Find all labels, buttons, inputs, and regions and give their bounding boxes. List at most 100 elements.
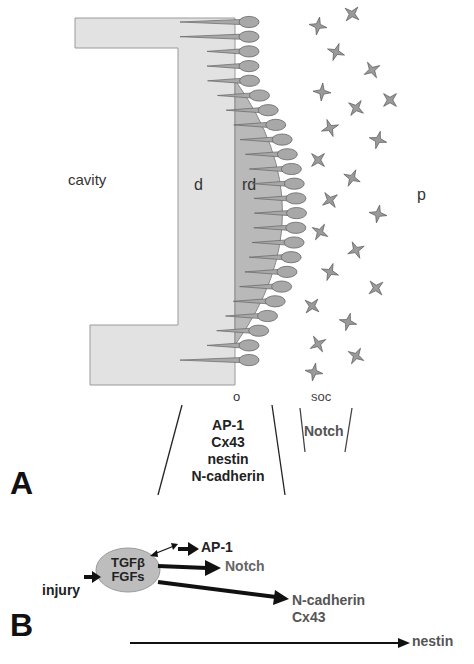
odontoblast-process (245, 269, 280, 274)
odontoblast-process (240, 137, 275, 142)
odontoblast-body (265, 296, 285, 307)
oval-shape (96, 548, 160, 592)
odontoblast-body (272, 134, 292, 145)
layer-label: o (233, 390, 240, 404)
reparative-dentin-region: rd (235, 80, 285, 345)
stellate-cell (305, 299, 319, 313)
marker-list: AP-1 Cx43 nestin N-cadherin (178, 417, 278, 485)
stellate-cell (312, 224, 328, 240)
stellate-cell (349, 101, 364, 116)
panel-letter: A (10, 466, 33, 501)
arrow-head (205, 560, 221, 576)
arrow-shaft (154, 546, 174, 554)
node-text: d (194, 176, 203, 194)
stellate-cell (323, 193, 338, 208)
growth-factor-oval: TGFβ FGFs (96, 548, 160, 592)
cell-layer (180, 7, 396, 381)
target-label: nestin (412, 634, 453, 649)
odontoblast-body (277, 149, 297, 160)
odontoblast-body (239, 46, 259, 57)
stellate-cell (384, 94, 397, 107)
arrow-head (92, 571, 101, 583)
odontoblast-process (226, 313, 261, 318)
odontoblast-body (286, 193, 306, 204)
odontoblast-process (252, 181, 287, 186)
bracket-line (272, 405, 285, 495)
odontoblast-body (240, 75, 260, 86)
stellate-cell (369, 281, 383, 295)
node-text: TGFβ FGFs (103, 556, 153, 585)
stellate-cell (322, 264, 339, 281)
node-text: rd (242, 176, 256, 194)
bracket-line (345, 408, 352, 452)
node-outline (75, 18, 235, 385)
stellate-cell (309, 17, 327, 35)
panel-letter: B (10, 608, 33, 643)
odontoblast-process (234, 122, 269, 127)
arrow-shaft (84, 575, 93, 579)
odontoblast-body (249, 90, 269, 101)
dentin-region: d (75, 18, 235, 385)
odontoblast-body (272, 281, 292, 292)
arrow-head (188, 542, 199, 556)
odontoblast-body (258, 105, 278, 116)
odontoblast-process (245, 152, 280, 157)
region-shape (235, 80, 283, 345)
odontoblast-body (284, 178, 304, 189)
odontoblast-body (277, 266, 297, 277)
odontoblast-process (240, 284, 275, 289)
stellate-cell (322, 120, 339, 137)
odontoblast-body (239, 355, 259, 366)
odontoblast-body (239, 16, 259, 27)
stellate-cell (305, 363, 323, 381)
odontoblast-process (180, 19, 242, 24)
stellate-cell (348, 242, 364, 258)
target-label: Notch (225, 559, 265, 574)
odontoblast-process (226, 108, 261, 113)
arrow-head (398, 638, 410, 648)
odontoblast-process (233, 299, 268, 304)
region-shape (75, 18, 235, 385)
stellate-cell (345, 7, 359, 21)
odontoblast-process (249, 166, 284, 171)
target-label: AP-1 (201, 540, 233, 555)
arrow-head (171, 543, 178, 550)
odontoblast-process (249, 255, 284, 260)
region-label: p (417, 186, 426, 204)
stellate-cell (328, 44, 345, 61)
odontoblast-process (217, 93, 252, 98)
odontoblast-body (239, 31, 259, 42)
odontoblast-process (208, 78, 243, 83)
arrow-shaft (130, 642, 400, 644)
odontoblast-process (254, 225, 289, 230)
odontoblast-body (258, 310, 278, 321)
odontoblast-body (281, 252, 301, 263)
odontoblast-process (207, 343, 242, 348)
arrow-shaft (178, 547, 189, 551)
odontoblast-body (249, 325, 269, 336)
layer-label: soc (311, 390, 331, 404)
stellate-cell (364, 62, 380, 78)
arrow-head (150, 550, 158, 557)
odontoblast-process (207, 49, 242, 54)
stellate-cell (344, 170, 360, 186)
odontoblast-body (286, 208, 306, 219)
node-outline (235, 80, 285, 345)
odontoblast-process (254, 196, 289, 201)
stellate-cell (313, 83, 331, 101)
odontoblast-process (207, 64, 242, 69)
arrow-head (273, 590, 289, 605)
odontoblast-process (254, 211, 289, 216)
odontoblast-process (180, 34, 242, 39)
odontoblast-process (217, 328, 252, 333)
stellate-cell (369, 205, 387, 223)
stellate-cell (312, 154, 325, 167)
odontoblast-body (239, 340, 259, 351)
marker-label: Notch (304, 424, 344, 439)
stellate-cell (369, 131, 386, 148)
bracket-line (158, 405, 182, 495)
odontoblast-process (180, 358, 242, 363)
stellate-cell (339, 313, 356, 330)
target-label: N-cadherin Cx43 (292, 592, 392, 626)
